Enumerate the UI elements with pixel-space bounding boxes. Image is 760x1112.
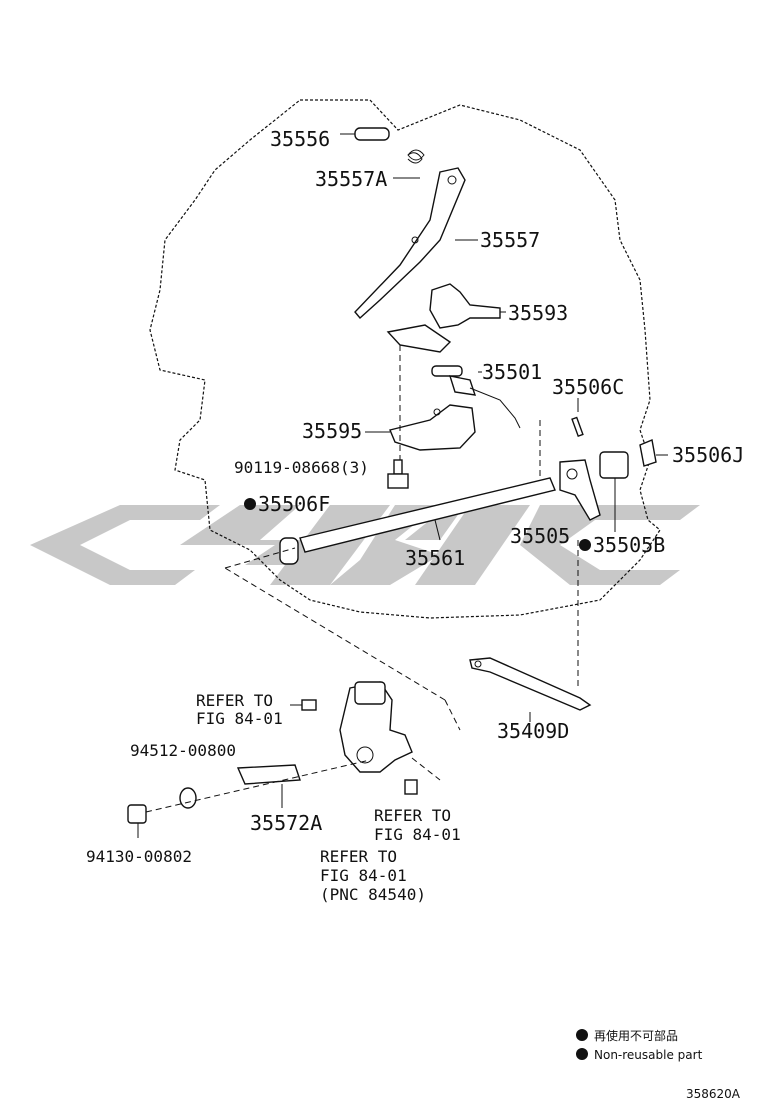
part-35557-lever — [354, 167, 478, 320]
label-35506f: 35506F — [258, 492, 330, 516]
part-35409d-lever — [469, 657, 592, 722]
part-35593-shaft — [386, 283, 506, 353]
label-35506c: 35506C — [552, 375, 624, 399]
part-35505b-seal — [599, 451, 629, 532]
label-35501: 35501 — [482, 360, 542, 384]
label-refer1-line1: REFER TO — [196, 691, 273, 710]
part-bolt-refer-1 — [290, 699, 317, 711]
label-refer2-line2: FIG 84-01 — [374, 825, 461, 844]
label-refer1-line2: FIG 84-01 — [196, 709, 283, 728]
legend-dot-en — [576, 1048, 588, 1060]
part-neutral-switch — [339, 681, 413, 773]
non-reusable-dot-35505b — [579, 539, 591, 551]
label-35572a: 35572A — [250, 811, 322, 835]
part-35557a-spring — [393, 149, 425, 179]
part-35506j-clip — [639, 439, 668, 467]
label-35505: 35505 — [510, 524, 570, 548]
part-35572a-lever — [236, 764, 301, 808]
label-refer3-line1: REFER TO — [320, 847, 397, 866]
label-35506j: 35506J — [672, 443, 744, 467]
part-94512-washer — [179, 787, 197, 809]
label-35593: 35593 — [508, 301, 568, 325]
label-35409d: 35409D — [497, 719, 569, 743]
legend-text-zh: 再使用不可部品 — [594, 1028, 678, 1043]
label-refer3-line3: (PNC 84540) — [320, 885, 426, 904]
label-refer3-line2: FIG 84-01 — [320, 866, 407, 885]
label-94130: 94130-00802 — [86, 847, 192, 866]
label-35556: 35556 — [270, 127, 330, 151]
diagram-id: 358620A — [686, 1087, 741, 1101]
label-35595: 35595 — [302, 419, 362, 443]
label-refer2-line1: REFER TO — [374, 806, 451, 825]
part-bolt-refer-2 — [404, 779, 418, 795]
assembly-lines — [145, 345, 579, 813]
label-35561: 35561 — [405, 546, 465, 570]
label-94512: 94512-00800 — [130, 741, 236, 760]
part-35501-rod — [431, 365, 521, 429]
part-35506c-pin — [571, 398, 584, 438]
legend-dot-zh — [576, 1029, 588, 1041]
transmission-case-outline — [149, 99, 661, 619]
label-90119: 90119-08668(3) — [234, 458, 369, 477]
label-35557: 35557 — [480, 228, 540, 252]
part-35595-bracket — [365, 404, 476, 451]
legend-text-en: Non-reusable part — [594, 1048, 703, 1062]
label-35505b: 35505B — [593, 533, 665, 557]
non-reusable-dot-35506f — [244, 498, 256, 510]
label-35557a: 35557A — [315, 167, 387, 191]
part-35556-pin — [340, 127, 390, 141]
part-94130-nut — [127, 804, 147, 838]
part-35505-lever — [559, 459, 601, 521]
part-35561-shaft — [279, 477, 556, 565]
legend: 再使用不可部品 Non-reusable part — [576, 1028, 703, 1062]
part-90119-bolt — [387, 459, 409, 489]
